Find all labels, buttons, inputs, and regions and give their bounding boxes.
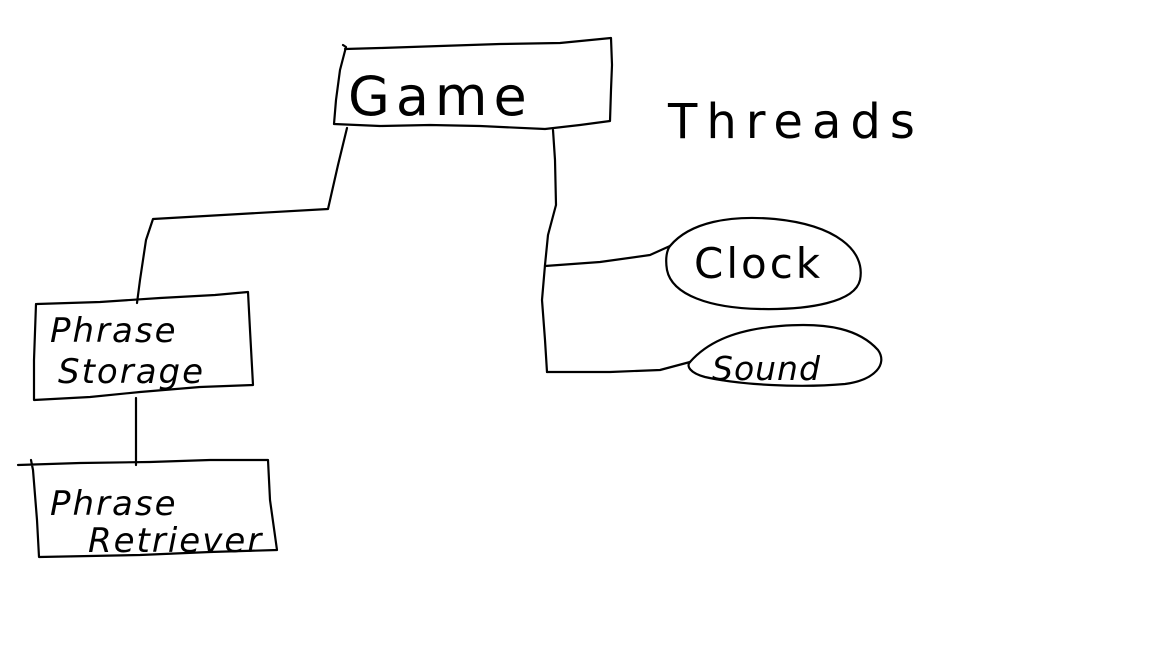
phrase-retriever-label-line1: Phrase: [50, 484, 178, 524]
sound-ellipse: [687, 323, 883, 387]
game-label: Game: [348, 65, 533, 128]
phrase-storage-node: Phrase Storage: [32, 290, 255, 402]
sound-label: Sound: [712, 349, 821, 388]
connector-trunk-to-sound: [545, 360, 692, 374]
game-box: [332, 36, 614, 131]
connector-game-to-phrase-storage: [135, 126, 349, 305]
phrase-retriever-node: Phrase Retriever: [16, 458, 279, 561]
clock-label: Clock: [694, 239, 823, 288]
phrase-storage-box: [32, 290, 255, 402]
connector-trunk-to-clock: [543, 244, 672, 268]
threads-label: Threads: [667, 94, 924, 150]
clock-node: Clock: [665, 216, 862, 311]
phrase-retriever-box: [16, 458, 279, 559]
phrase-storage-label-line2: Storage: [58, 352, 205, 392]
game-node: Game: [332, 36, 614, 131]
phrase-storage-label-line1: Phrase: [50, 311, 178, 351]
clock-ellipse: [665, 216, 862, 311]
connector-game-to-threads: [540, 128, 558, 374]
sound-node: Sound: [687, 323, 883, 388]
phrase-retriever-label-line2: Retriever: [88, 521, 263, 561]
